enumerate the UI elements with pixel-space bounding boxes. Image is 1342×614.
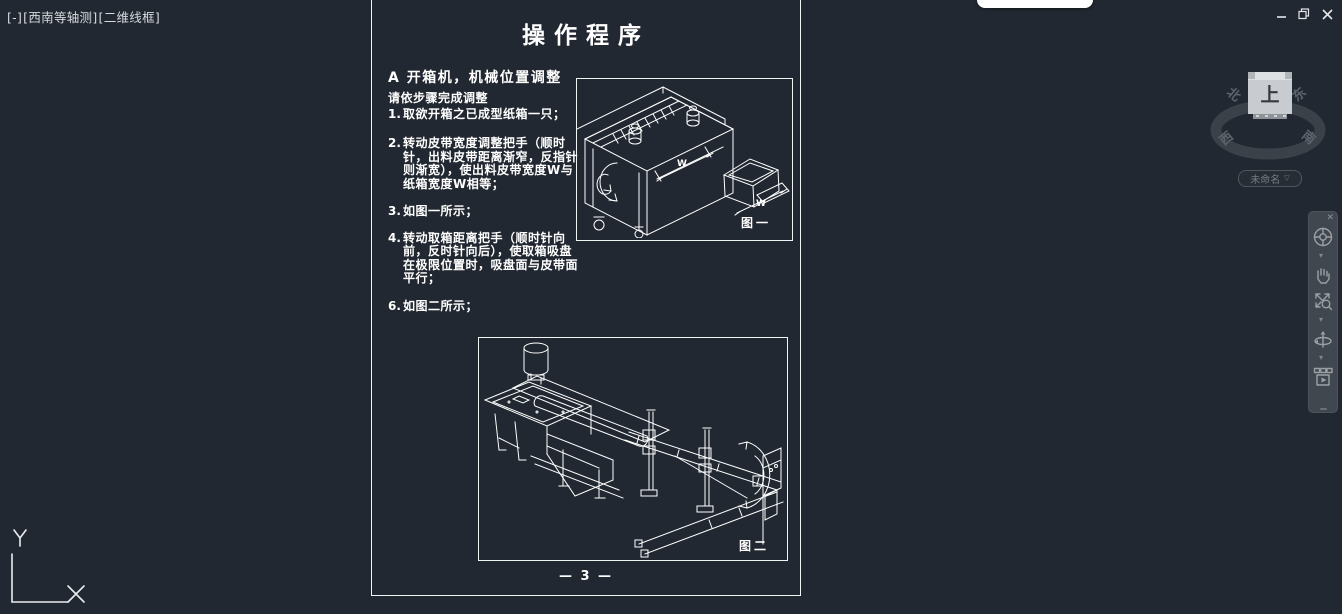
step-item: 6. 如图二所示；	[388, 298, 479, 313]
collapsed-panel-edge[interactable]	[977, 0, 1093, 8]
minimize-icon[interactable]	[1274, 6, 1288, 22]
section-heading: A 开箱机，机械位置调整	[388, 70, 562, 86]
navbar-close-icon[interactable]: ✕	[1326, 213, 1334, 223]
page-title: 操作程序	[522, 23, 650, 49]
steering-wheel-chevron-icon[interactable]: ▾	[1319, 251, 1324, 260]
showmotion-icon[interactable]	[1312, 366, 1334, 388]
step-item: 2. 转动皮带宽度调整把手（顺时针，出料皮带距离渐窄，反指针则渐宽），使出料皮带…	[388, 136, 579, 191]
viewport-view-control[interactable]: [西南等轴测]	[23, 10, 98, 25]
orbit-chevron-icon[interactable]: ▾	[1319, 353, 1324, 362]
figure1-label: 图一	[741, 216, 771, 230]
figure1-dim-w-carton: W	[756, 199, 766, 209]
zoom-chevron-icon[interactable]: ▾	[1319, 315, 1324, 324]
navigation-bar: ✕ ▾ ▾ ▾	[1308, 211, 1338, 413]
step-item: 3. 如图一所示；	[388, 204, 479, 218]
viewcube[interactable]: 上	[1243, 64, 1297, 126]
viewcube-named-view-dropdown[interactable]: 未命名▽	[1238, 170, 1302, 187]
figure2-label: 图二	[739, 539, 769, 553]
orbit-icon[interactable]	[1312, 328, 1334, 350]
steps-intro: 请依步骤完成调整	[388, 91, 489, 105]
drawing-sheet: 操作程序 A 开箱机，机械位置调整 请依步骤完成调整 1. 取欲开箱之已成型纸箱…	[371, 0, 801, 596]
figure-1: W W 图一	[576, 78, 793, 241]
viewport-menu-control[interactable]: [-]	[7, 10, 23, 25]
navbar-grip[interactable]	[1320, 408, 1327, 410]
steering-wheel-icon[interactable]	[1312, 226, 1334, 248]
viewport-controls: [-][西南等轴测][二维线框]	[7, 7, 161, 26]
chevron-down-icon: ▽	[1284, 174, 1290, 182]
step-item: 1. 取欲开箱之已成型纸箱一只；	[388, 106, 566, 121]
instruction-steps: 请依步骤完成调整 1. 取欲开箱之已成型纸箱一只； 2. 转动皮带宽度调整把手（…	[388, 91, 588, 313]
figure1-dim-w-machine: W	[677, 159, 687, 169]
window-controls	[1274, 6, 1334, 22]
step-item: 4. 转动取箱距离把手（顺时针向前，反时针向后），使取箱吸盘在极限位置时，吸盘面…	[388, 230, 579, 285]
viewport-visual-style-control[interactable]: [二维线框]	[98, 10, 161, 25]
zoom-extents-icon[interactable]	[1312, 290, 1334, 312]
restore-icon[interactable]	[1297, 6, 1311, 22]
page-number: — 3 —	[558, 569, 614, 584]
close-icon[interactable]	[1320, 6, 1334, 22]
viewcube-top-face[interactable]: 上	[1260, 84, 1279, 106]
ucs-icon[interactable]	[6, 526, 96, 614]
pan-hand-icon[interactable]	[1312, 264, 1334, 286]
figure-2: 图二	[478, 337, 788, 561]
